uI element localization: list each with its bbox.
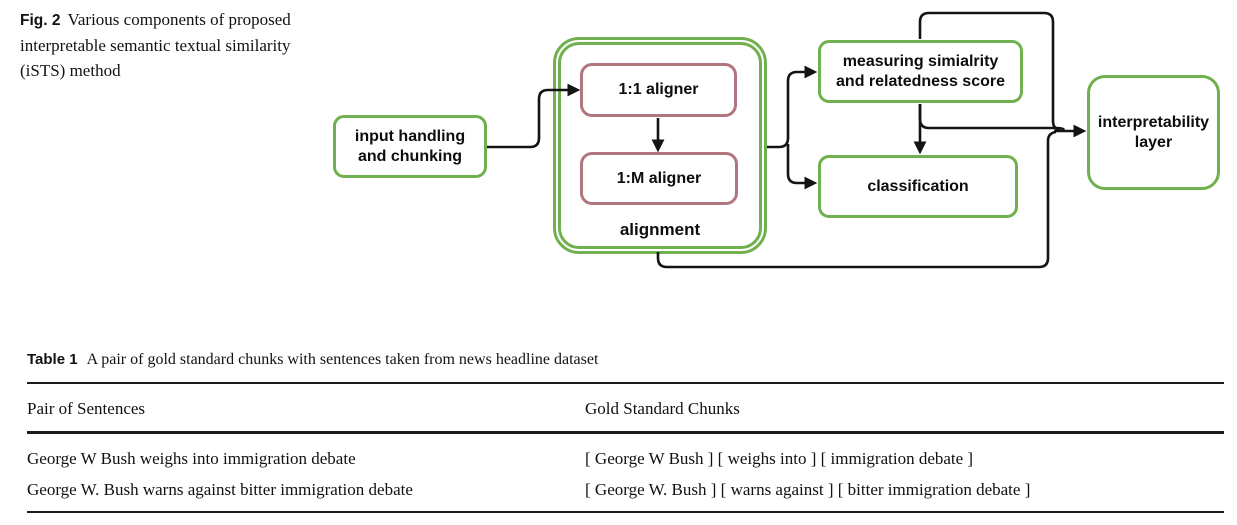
edge-alignment-to-classification bbox=[786, 144, 818, 190]
table-row-1-sentence: George W Bush weighs into immigration de… bbox=[27, 449, 356, 468]
table-caption-label: Table 1 bbox=[27, 351, 78, 368]
alignment-label: alignment bbox=[619, 220, 701, 239]
node-classification: classification bbox=[818, 155, 1018, 218]
edge-alignment-to-measuring bbox=[767, 65, 818, 149]
table-row-2-sentence: George W. Bush warns against bitter immi… bbox=[27, 480, 413, 499]
table-row-2-chunks: [ George W. Bush ] [ warns against ] [ b… bbox=[585, 480, 1031, 499]
table-row-1-chunks: [ George W Bush ] [ weighs into ] [ immi… bbox=[585, 449, 974, 468]
figure-caption-text: Various components of proposed interpret… bbox=[20, 10, 291, 80]
table-caption: Table 1 A pair of gold standard chunks wi… bbox=[27, 351, 598, 369]
column-header-pair-of-sentences: Pair of Sentences bbox=[27, 399, 146, 418]
figure-caption-label: Fig. 2 bbox=[20, 12, 61, 29]
node-input-handling: input handling and chunking bbox=[333, 115, 487, 178]
edge-measuring-to-interpretability bbox=[918, 104, 1066, 131]
table-bottom-rule bbox=[27, 511, 1224, 513]
table-mid-rule bbox=[27, 431, 1224, 434]
column-header-gold-standard-chunks: Gold Standard Chunks bbox=[585, 399, 740, 418]
node-measuring-similarity: measuring simialrity and relatedness sco… bbox=[818, 40, 1023, 103]
node-aligner-1-1: 1:1 aligner bbox=[580, 63, 737, 117]
table-caption-text: A pair of gold standard chunks with sent… bbox=[86, 351, 599, 368]
node-aligner-1-m: 1:M aligner bbox=[580, 152, 738, 205]
table-top-rule bbox=[27, 382, 1224, 384]
node-interpretability-layer: interpretability layer bbox=[1087, 75, 1220, 190]
